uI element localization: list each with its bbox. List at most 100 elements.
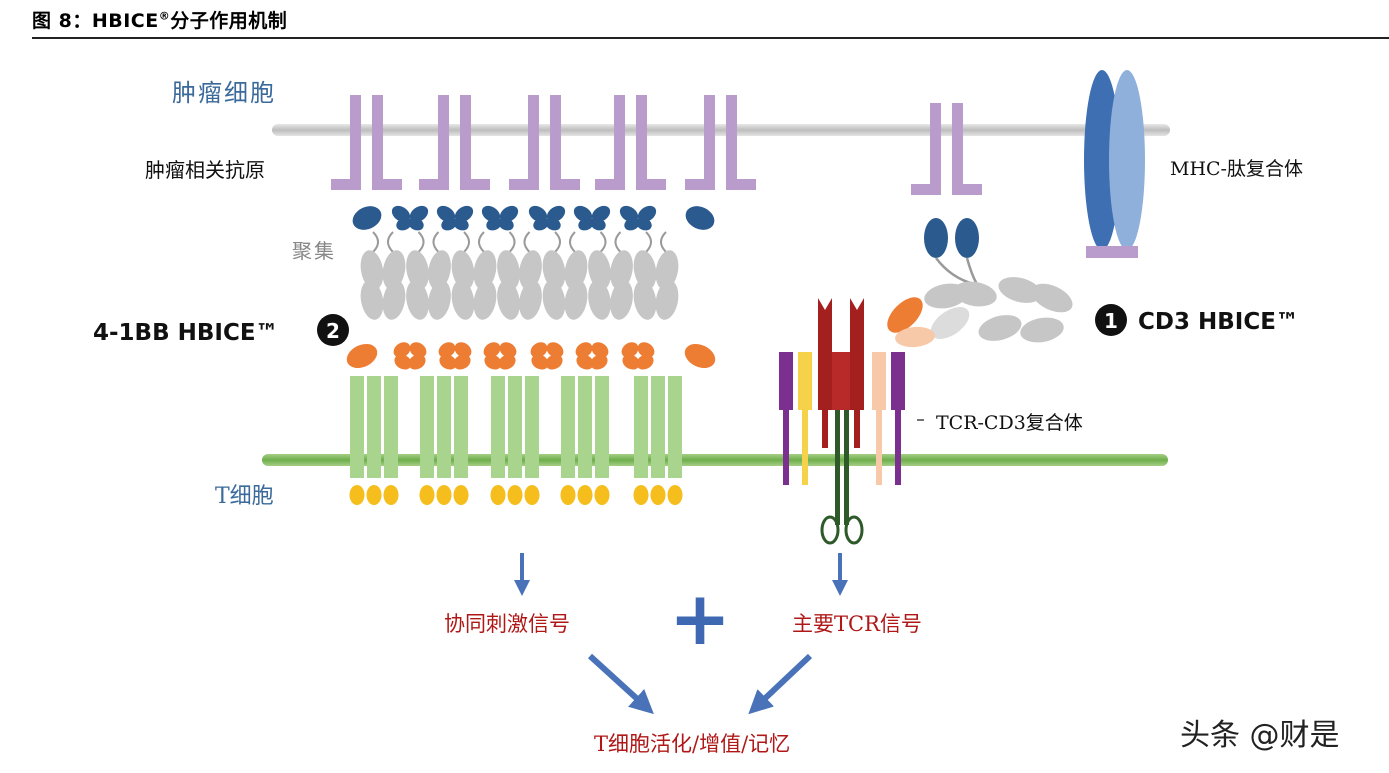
receptor-41bb [437, 376, 451, 478]
cd3-epsilon-tail [802, 410, 808, 485]
scfv-41bb-binder [531, 354, 549, 370]
receptor-41bb [454, 376, 468, 478]
scfv-41bb-binder [393, 342, 411, 358]
receptor-tail [524, 485, 540, 505]
tumor-antigen-right [726, 95, 756, 190]
receptor-tail [507, 485, 523, 505]
scfv-tumor-binder [441, 217, 457, 231]
tcr-beta [850, 298, 864, 410]
label-costim-signal: 协同刺激信号 [444, 612, 570, 636]
scfv-41bb-binder [576, 354, 594, 370]
scfv-41bb-binder [545, 354, 563, 370]
receptor-tail [577, 485, 593, 505]
scfv-41bb-binder [394, 354, 412, 370]
scfv-tumor-binder [453, 217, 469, 231]
antibody-domain [564, 250, 588, 290]
tcell-membrane [262, 454, 1168, 466]
scfv-41bb-binder [591, 342, 609, 358]
label-tcr-signal: 主要TCR信号 [792, 612, 922, 636]
antibody-domain [519, 250, 542, 290]
scfv-tumor-binder [578, 217, 594, 231]
cd3-tumor-binder [924, 218, 948, 258]
receptor-tail [419, 485, 435, 505]
tcr-constant [832, 352, 850, 410]
plus-sign: + [669, 576, 731, 662]
tumor-antigen-left [911, 103, 941, 195]
hinge-linker [645, 231, 667, 253]
cd3-antibody-domain [1020, 317, 1064, 343]
antibody-domain [588, 280, 611, 320]
cd3-linker [935, 257, 979, 286]
scfv-tumor-binder [486, 217, 502, 231]
scfv-41bb-binder [499, 342, 517, 358]
watermark: 头条 @财是 [1180, 718, 1340, 753]
hinge-linker [372, 231, 394, 253]
receptor-tail [594, 485, 610, 505]
receptor-41bb [525, 376, 539, 478]
receptor-tail [366, 485, 382, 505]
antibody-domain [473, 280, 497, 320]
hinge-linker [508, 231, 531, 253]
antibody-domain [610, 250, 633, 290]
mhc-peptide [1086, 246, 1138, 258]
receptor-41bb [350, 376, 364, 478]
receptor-41bb [491, 376, 505, 478]
antibody-domain [542, 250, 566, 290]
arrow-to-result-right [748, 653, 813, 715]
receptor-41bb [634, 376, 648, 478]
hinge-linker [599, 231, 622, 253]
badge-2-number: 2 [326, 319, 340, 343]
badge-1-number: 1 [1104, 309, 1118, 333]
scfv-tumor-binder [396, 217, 412, 231]
receptor-41bb [420, 376, 434, 478]
tumor-antigen-left [509, 95, 539, 190]
antibody-domain [451, 250, 475, 290]
hinge-linker [417, 231, 440, 253]
label-mhc: MHC-肽复合体 [1170, 158, 1303, 180]
scfv-41bb-binder [484, 354, 502, 370]
receptor-tail [349, 485, 365, 505]
antibody-domain [497, 250, 520, 290]
cd3-gamma-ext [779, 352, 793, 410]
receptor-41bb [561, 376, 575, 478]
scfv-41bb-binder [454, 342, 472, 358]
scfv-41bb-binder [636, 354, 654, 370]
figure-title-suffix: 分子作用机制 [170, 10, 288, 32]
tcr-alpha [818, 298, 832, 410]
tumor-antigen-right [460, 95, 490, 190]
antibody-domain [519, 280, 542, 320]
antibody-domain [497, 280, 520, 320]
tumor-antigen-right [952, 103, 982, 195]
label-tumor-cell: 肿瘤细胞 [172, 79, 276, 107]
scfv-41bb-binder [637, 342, 655, 358]
scfv-tumor-binder [352, 206, 382, 230]
receptor-41bb [384, 376, 398, 478]
tumor-antigen-left [595, 95, 625, 190]
scfv-41bb-binder [590, 354, 608, 370]
label-cd3-hbice: CD3 HBICE™ [1138, 309, 1299, 335]
cd3-epsilon2-ext [891, 352, 905, 410]
scfv-41bb-binder [575, 342, 593, 358]
zeta-loop-right [844, 515, 864, 545]
antibody-domain [633, 250, 657, 290]
figure-title-prefix: 图 8：HBICE [32, 10, 159, 32]
mhc-chain-light [1109, 70, 1145, 250]
cd3-epsilon2-tail [895, 410, 901, 485]
tumor-antigen-right [636, 95, 666, 190]
figure-title: 图 8：HBICE®分子作用机制 [32, 6, 287, 33]
title-rule [32, 37, 1389, 39]
scfv-tumor-binder [590, 217, 606, 231]
antibody-domain [655, 280, 679, 320]
zeta-left [835, 410, 840, 525]
receptor-41bb [595, 376, 609, 478]
scfv-41bb-binder [622, 354, 640, 370]
receptor-tail [667, 485, 683, 505]
antibody-domain [588, 250, 611, 290]
cd3-antibody-domain [1031, 283, 1073, 313]
tcr-alpha-tail [822, 410, 828, 448]
tumor-antigen-right [550, 95, 580, 190]
antibody-domain [428, 250, 451, 290]
label-tumor-antigen: 肿瘤相关抗原 [145, 158, 265, 182]
cd3-delta-tail [876, 410, 882, 485]
zeta-right [844, 410, 849, 525]
